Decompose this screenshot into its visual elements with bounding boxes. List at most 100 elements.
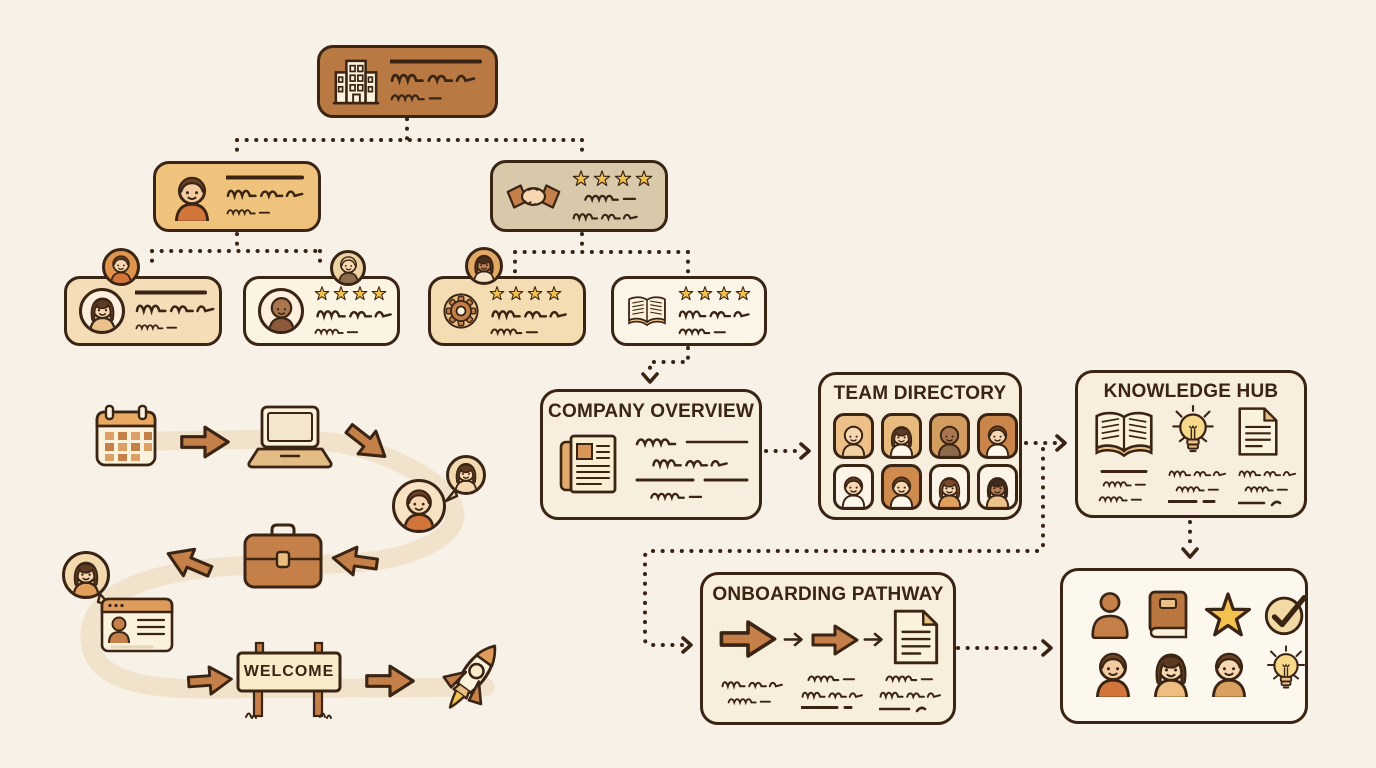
panel-knowledge-hub: KNOWLEDGE HUB	[1075, 370, 1307, 518]
scribble-text	[1096, 469, 1154, 504]
arrow-right-icon	[783, 631, 807, 648]
star-icon	[527, 286, 543, 301]
scribble-text	[135, 290, 217, 333]
member-tile	[929, 413, 970, 459]
star-icon	[678, 286, 694, 301]
org-node-member-2	[243, 276, 400, 346]
scribble-text	[489, 285, 571, 337]
org-node-member-1	[64, 276, 222, 346]
teammate-avatar-icon	[1089, 649, 1137, 697]
building-icon	[332, 59, 380, 104]
org-node-people-lead	[153, 161, 321, 232]
welcome-sign: WELCOME	[234, 641, 344, 723]
panel-title: COMPANY OVERVIEW	[548, 401, 754, 422]
senior-man-avatar-icon	[258, 288, 304, 334]
buddy-avatar-icon	[392, 479, 446, 533]
welcome-sign-label: WELCOME	[243, 663, 335, 680]
scribble-text	[390, 59, 482, 104]
lightbulb-icon	[1265, 645, 1307, 697]
member-tile	[929, 464, 970, 510]
panel-title: KNOWLEDGE HUB	[1103, 381, 1279, 402]
profile-card-icon	[100, 597, 174, 653]
member-tile	[881, 464, 922, 510]
closed-book-icon	[1148, 590, 1188, 639]
star-rating	[572, 169, 653, 187]
arrow-right-icon	[179, 423, 231, 461]
org-node-operations	[428, 276, 586, 346]
briefcase-icon	[243, 523, 323, 589]
teammate-avatar-icon	[1205, 649, 1253, 697]
panel-onboarding-pathway: ONBOARDING PATHWAY	[700, 572, 956, 725]
panel-resources	[1060, 568, 1308, 724]
member-tile	[977, 464, 1018, 510]
star-icon	[333, 286, 349, 301]
org-node-handbook	[611, 276, 767, 346]
star-icon	[489, 286, 505, 301]
star-icon	[593, 170, 611, 187]
scribble-text	[678, 285, 752, 337]
chat-bubble-avatar-icon	[446, 455, 486, 495]
scribble-text	[635, 436, 751, 502]
star-icon	[735, 286, 751, 301]
scribble-text	[801, 673, 865, 710]
scribble-text	[1168, 467, 1228, 504]
person-icon	[1091, 592, 1129, 639]
blonde-avatar-icon	[330, 250, 366, 286]
open-book-icon	[1092, 409, 1156, 459]
star-icon	[508, 286, 524, 301]
star-rating	[489, 285, 562, 301]
step-arrow-icon	[719, 617, 777, 661]
panel-company-overview: COMPANY OVERVIEW	[540, 389, 762, 520]
star-icon	[1203, 589, 1253, 639]
star-icon	[614, 170, 632, 187]
scribble-text	[721, 677, 785, 706]
gear-icon	[443, 287, 479, 335]
org-node-company	[317, 45, 498, 118]
mentor-avatar-icon	[62, 551, 110, 599]
calendar-icon	[95, 404, 157, 467]
star-rating	[678, 285, 751, 301]
arrow-left-icon	[328, 540, 383, 583]
step-arrow-icon	[811, 622, 859, 658]
open-book-icon	[626, 292, 668, 330]
star-icon	[716, 286, 732, 301]
member-tile	[977, 413, 1018, 459]
document-icon	[1236, 405, 1280, 458]
handshake-icon	[506, 183, 561, 209]
arrow-right-icon	[863, 631, 887, 648]
document-icon	[891, 607, 941, 667]
rocket-icon	[405, 614, 536, 746]
arrow-right-icon	[185, 661, 235, 699]
scribble-text	[879, 673, 943, 713]
star-rating	[314, 285, 387, 301]
woman-avatar-icon	[79, 288, 125, 334]
org-node-partnerships	[490, 160, 668, 232]
member-tile	[833, 464, 874, 510]
arrowheads	[641, 372, 1199, 657]
chat-tail	[444, 489, 459, 503]
scribble-text	[1238, 467, 1298, 507]
star-icon	[635, 170, 653, 187]
journey-path	[80, 429, 495, 699]
panel-title: ONBOARDING PATHWAY	[712, 584, 944, 605]
star-icon	[352, 286, 368, 301]
member-tile	[833, 413, 874, 459]
check-circle-icon	[1264, 594, 1307, 636]
boy-avatar-icon	[102, 248, 140, 286]
star-icon	[697, 286, 713, 301]
teammate-avatar-icon	[1147, 649, 1195, 697]
scribble-text	[226, 175, 306, 218]
newspaper-icon	[559, 434, 617, 494]
star-icon	[546, 286, 562, 301]
scribble-text	[572, 169, 653, 223]
star-icon	[314, 286, 330, 301]
star-icon	[572, 170, 590, 187]
laptop-icon	[247, 405, 333, 469]
member-tile	[881, 413, 922, 459]
panel-title: TEAM DIRECTORY	[833, 383, 1007, 404]
panel-team-directory: TEAM DIRECTORY	[818, 372, 1022, 520]
girl-avatar-icon	[465, 247, 503, 285]
lightbulb-icon	[1170, 405, 1216, 461]
